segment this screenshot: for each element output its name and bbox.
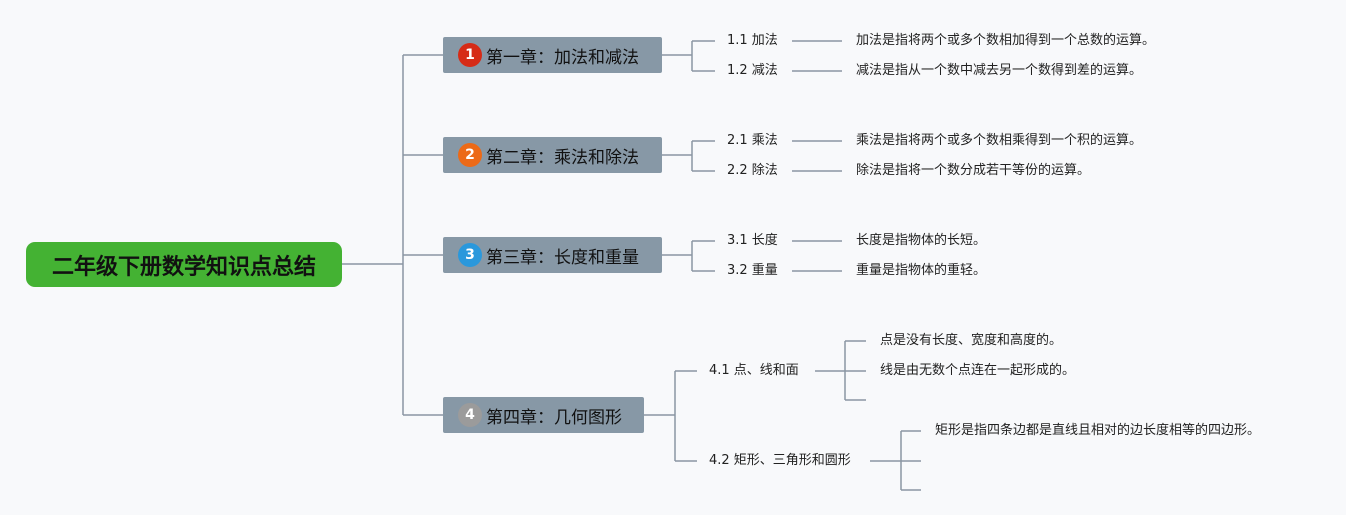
root-title: 二年级下册数学知识点总结 [51,254,316,280]
note-node[interactable]: 减法是指从一个数中减去另一个数得到差的运算。 [856,63,1143,78]
topic-node[interactable]: 2.2 除法 [727,163,778,178]
root-node[interactable]: 二年级下册数学知识点总结 [26,242,342,287]
topic-node[interactable]: 4.1 点、线和面 [709,363,799,378]
note-node[interactable]: 点是没有长度、宽度和高度的。 [880,333,1063,348]
note-node[interactable]: 乘法是指将两个或多个数相乘得到一个积的运算。 [856,133,1143,148]
topic-node[interactable]: 4.2 矩形、三角形和圆形 [709,453,851,468]
note-node[interactable]: 加法是指将两个或多个数相加得到一个总数的运算。 [856,33,1156,48]
topic-node[interactable]: 1.1 加法 [727,33,778,48]
chapter-title: 第三章：长度和重量 [486,247,639,268]
topic-node[interactable]: 3.1 长度 [727,233,778,248]
number-2-badge-icon: 2 [458,143,482,167]
topic-node[interactable]: 1.2 减法 [727,63,778,78]
chapter-node-4[interactable]: 4 第四章：几何图形 [443,397,644,433]
topic-node[interactable]: 3.2 重量 [727,263,778,278]
chapter-node-2[interactable]: 2 第二章：乘法和除法 [443,137,662,173]
note-node[interactable]: 重量是指物体的重轻。 [856,263,987,278]
topic-node[interactable]: 2.1 乘法 [727,133,778,148]
note-node[interactable]: 线是由无数个点连在一起形成的。 [880,363,1076,378]
chapter-node-3[interactable]: 3 第三章：长度和重量 [443,237,662,273]
note-node[interactable]: 除法是指将一个数分成若干等份的运算。 [856,163,1091,178]
note-node[interactable]: 长度是指物体的长短。 [856,233,987,248]
note-node[interactable]: 矩形是指四条边都是直线且相对的边长度相等的四边形。 [935,423,1261,438]
number-3-badge-icon: 3 [458,243,482,267]
chapter-title: 第四章：几何图形 [486,407,622,428]
chapter-title: 第二章：乘法和除法 [486,147,639,168]
chapter-title: 第一章：加法和减法 [486,47,639,68]
number-1-badge-icon: 1 [458,43,482,67]
number-4-badge-icon: 4 [458,403,482,427]
chapter-node-1[interactable]: 1 第一章：加法和减法 [443,37,662,73]
